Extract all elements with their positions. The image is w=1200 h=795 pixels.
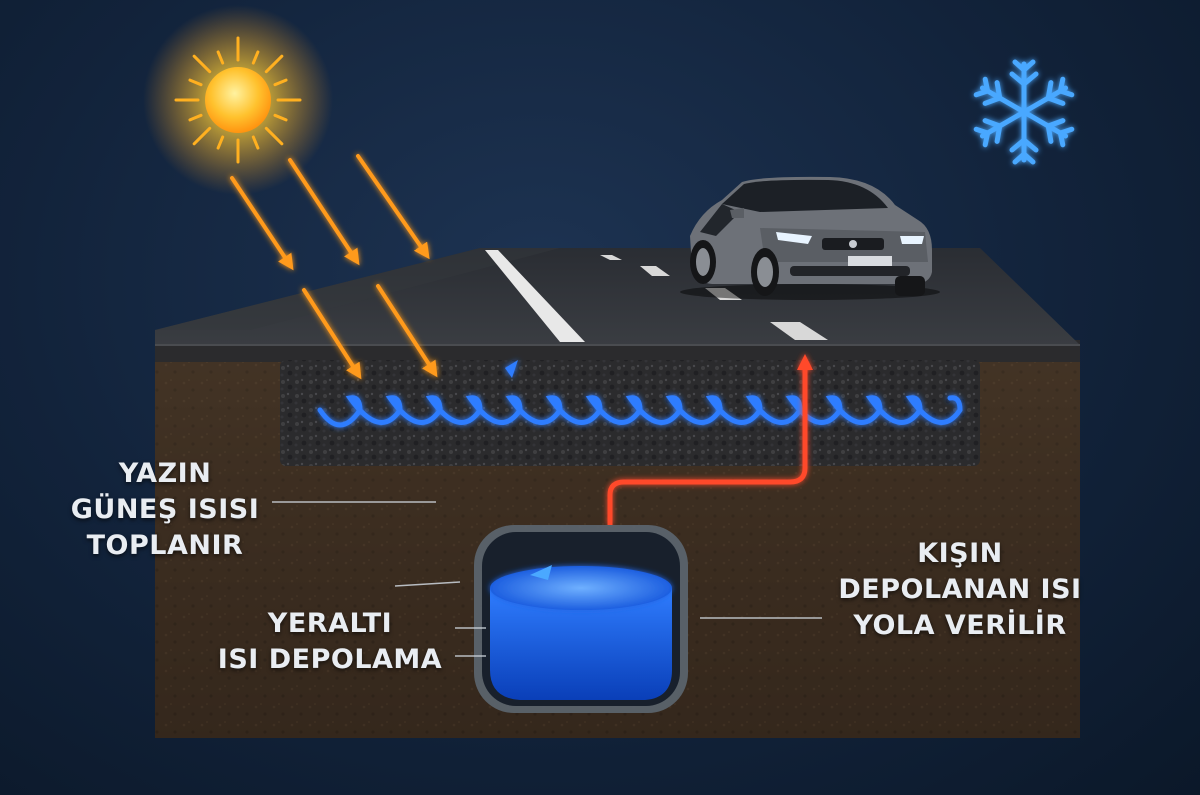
sun-icon xyxy=(143,5,333,195)
snowflake-icon xyxy=(973,59,1075,165)
winter-heat-release-label: KIŞIN DEPOLANAN ISI YOLA VERİLİR xyxy=(815,536,1105,644)
leader-lines xyxy=(272,501,822,657)
heat-arrow xyxy=(230,176,294,271)
storage-label-line2: ISI DEPOLAMA xyxy=(217,644,443,675)
storage-label-line1: YERALTI xyxy=(267,608,393,639)
road-surface xyxy=(155,248,1080,346)
sun-heat-arrows xyxy=(230,154,438,380)
lane-dashes xyxy=(600,255,828,340)
storage-tank xyxy=(474,525,688,713)
winter-label-line1: KIŞIN xyxy=(917,538,1003,569)
winter-label-line2: DEPOLANAN ISI xyxy=(838,574,1082,605)
summer-heat-collection-label: YAZIN GÜNEŞ ISISI TOPLANIR xyxy=(40,456,290,564)
heat-arrow xyxy=(376,284,438,378)
heat-arrow xyxy=(302,288,362,380)
underground-storage-label: YERALTI ISI DEPOLAMA xyxy=(195,606,465,678)
heat-arrow xyxy=(356,154,430,260)
summer-label-line2: GÜNEŞ ISISI xyxy=(70,494,260,525)
car-icon xyxy=(680,176,940,300)
heat-arrow xyxy=(288,158,360,266)
summer-label-line1: YAZIN xyxy=(118,458,212,489)
pipe-loops xyxy=(317,360,963,428)
hot-pipe xyxy=(607,354,813,525)
road-edge-line xyxy=(485,250,585,342)
summer-label-line3: TOPLANIR xyxy=(86,530,244,561)
winter-label-line3: YOLA VERİLİR xyxy=(853,610,1067,641)
